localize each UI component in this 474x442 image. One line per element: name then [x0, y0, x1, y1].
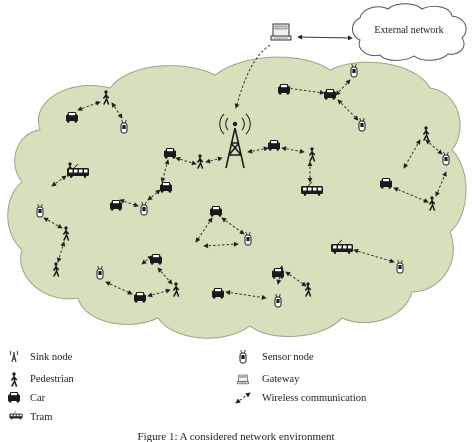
legend-label-car: Car: [30, 393, 46, 404]
wireless-link-icon: [235, 392, 251, 404]
gateway-external-link: [297, 34, 353, 41]
legend: Sink node Pedestrian Car Tram Sensor nod…: [8, 349, 367, 423]
external-network-label: External network: [374, 25, 443, 36]
network-cloud: [7, 56, 467, 339]
pedestrian-icon: [11, 371, 18, 387]
figure-caption: Figure 1: A considered network environme…: [137, 431, 334, 442]
legend-label-tram: Tram: [30, 412, 52, 423]
legend-label-wireless: Wireless communication: [262, 393, 367, 404]
legend-label-pedestrian: Pedestrian: [30, 374, 74, 385]
legend-label-sink: Sink node: [30, 352, 73, 363]
car-icon: [8, 392, 20, 403]
sensor-icon: [239, 349, 247, 364]
tram-icon: [9, 410, 23, 420]
external-network-cloud: [352, 3, 467, 61]
antenna-icon: [9, 350, 19, 363]
gateway-icon: [270, 23, 292, 41]
gateway-sink-link: [234, 44, 271, 109]
gateway-icon: [237, 374, 249, 385]
legend-label-sensor: Sensor node: [262, 352, 314, 363]
sink-tower-icon: [219, 113, 251, 169]
legend-label-gateway: Gateway: [262, 374, 300, 385]
